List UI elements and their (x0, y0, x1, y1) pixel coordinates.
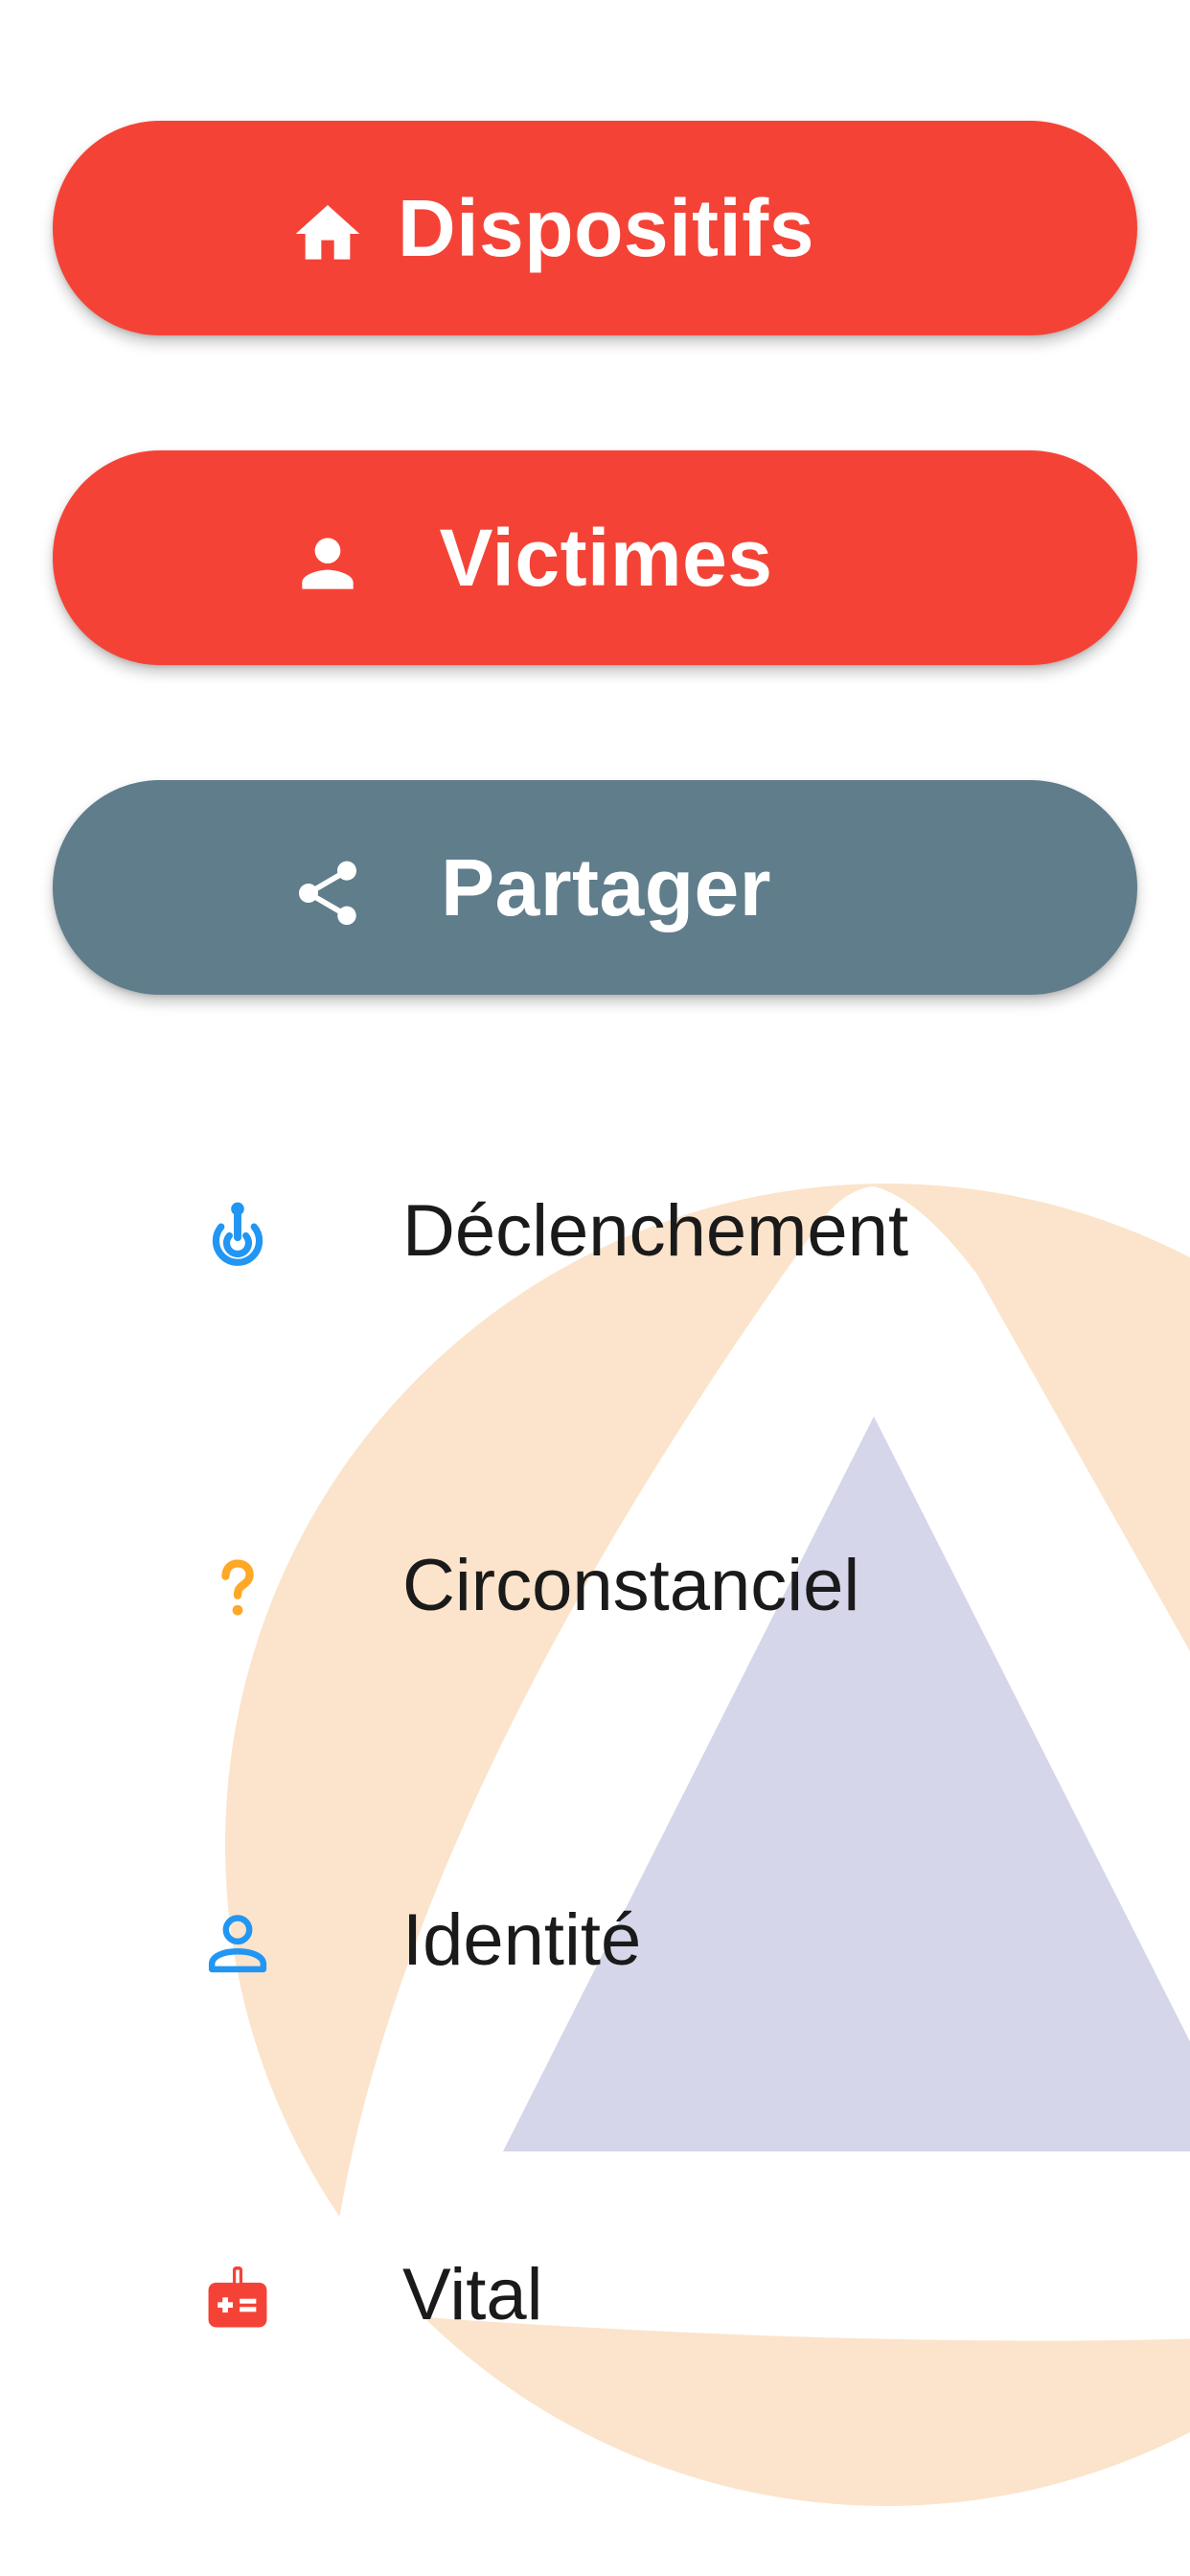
menu-item-identite[interactable]: Identité (0, 1845, 1190, 2036)
menu-label-circonstanciel: Circonstanciel (402, 1545, 860, 1626)
emblem-blue-triangle (503, 1416, 1190, 2151)
menu-item-declenchement[interactable]: Déclenchement (0, 1136, 1190, 1327)
person-outline-icon (208, 1915, 267, 1973)
menu-label-declenchement: Déclenchement (402, 1190, 909, 1272)
alarm-signal-icon (212, 1202, 263, 1266)
menu-label-identite: Identité (402, 1899, 642, 1981)
partager-button[interactable]: Partager (53, 780, 1137, 995)
dispositifs-label: Dispositifs (398, 183, 814, 273)
question-mark-icon (221, 1559, 254, 1616)
victimes-button[interactable]: Victimes (53, 450, 1137, 665)
victimes-label: Victimes (439, 513, 773, 603)
medical-kit-icon (208, 2266, 267, 2328)
menu-item-vital[interactable]: Vital (0, 2199, 1190, 2391)
partager-label: Partager (441, 842, 771, 932)
dispositifs-button[interactable]: Dispositifs (53, 121, 1137, 335)
share-icon (299, 861, 356, 926)
person-icon (302, 538, 354, 589)
home-icon (295, 205, 360, 260)
menu-item-circonstanciel[interactable]: Circonstanciel (0, 1490, 1190, 1682)
menu-label-vital: Vital (402, 2254, 543, 2335)
